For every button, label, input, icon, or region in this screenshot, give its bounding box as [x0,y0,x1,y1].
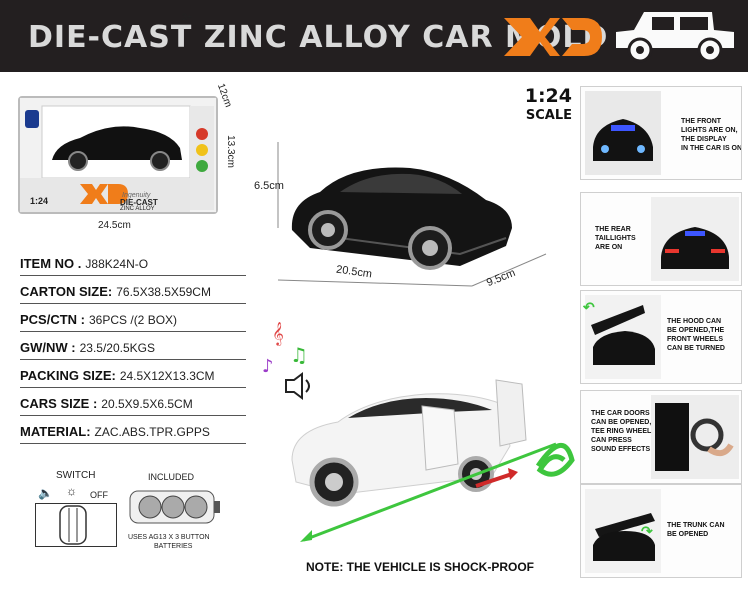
package-badge: 3+ [182,12,193,22]
switch-slider-icon [59,505,87,545]
car-height-dim: 6.5cm [254,180,284,192]
feature-panel-front-lights: THE FRONT LIGHTS ARE ON, THE DISPLAY IN … [580,86,742,180]
feature-panel-doors: THE CAR DOORS CAN BE OPENED, TEE RING WH… [580,390,742,484]
spec-label: CARS SIZE : [20,396,98,411]
feature-text: THE CAR DOORS CAN BE OPENED, TEE RING WH… [591,410,652,453]
header-banner: DIE-CAST ZINC ALLOY CAR MOLD [0,0,748,72]
included-line1: USES AG13 X 3 BUTTON [128,534,210,541]
switch-off-label: OFF [90,490,108,500]
package-brand-line1: Ingenuity [122,192,151,199]
feature-photo [651,197,739,281]
feature-photo [585,91,661,175]
svg-text:𝄞: 𝄞 [272,321,284,346]
feature-photo [585,295,661,379]
rotate-arrow-icon: ↷ [641,523,653,539]
included-line2: BATTERIES [154,543,193,550]
spec-value: 36PCS /(2 BOX) [89,313,178,327]
battery-icon [129,490,220,524]
spec-value: 76.5X38.5X59CM [116,285,211,299]
svg-text:♫: ♫ [290,343,308,367]
music-notes-icon: 𝄞 ♫ ♪ [262,321,310,400]
package-width-dim: 24.5cm [98,220,131,231]
switch-diagram [35,503,117,547]
scale-ratio: 1:24 [524,85,572,107]
shock-proof-note: NOTE: THE VEHICLE IS SHOCK-PROOF [306,560,535,574]
feature-text: THE FRONT LIGHTS ARE ON, THE DISPLAY IN … [681,118,742,152]
black-car-illustration [277,142,547,287]
package-box [18,96,218,214]
feature-text: THE HOOD CAN BE OPENED,THE FRONT WHEELS … [667,318,725,352]
white-car-illustration [291,379,575,542]
spec-value: J88K24N-O [85,257,149,271]
spec-row: GW/NW :23.5/20.5KGS [20,332,246,360]
battery-diagram [128,485,222,545]
feature-text: THE REAR TAILLIGHTS ARE ON [595,226,636,251]
jeep-silhouette-icon [616,12,734,63]
spec-value: 20.5X9.5X6.5CM [101,397,193,411]
feature-photo [585,489,661,573]
package-illustration [20,98,216,212]
light-icon: ☼ [66,484,77,498]
scale-label: SCALE [525,108,572,123]
switch-title: SWITCH [56,470,96,481]
spec-row: PCS/CTN : 36PCS /(2 BOX) [20,304,246,332]
svg-text:♪: ♪ [262,356,274,377]
spec-row: ITEM NO .J88K24N-O [20,248,246,276]
rotate-arrow-icon: ↶ [583,299,595,315]
spec-value: 23.5/20.5KGS [79,341,155,355]
spec-label: ITEM NO . [20,256,82,271]
spec-label: PCS/CTN : [20,312,85,327]
spec-row: CARS SIZE :20.5X9.5X6.5CM [20,388,246,416]
spec-row: PACKING SIZE:24.5X12X13.3CM [20,360,246,388]
spec-label: MATERIAL: [20,424,91,439]
feature-text: THE TRUNK CAN BE OPENED [667,522,725,538]
feature-panel-rear-lights: THE REAR TAILLIGHTS ARE ON [580,192,742,286]
spec-list: ITEM NO .J88K24N-O CARTON SIZE:76.5X38.5… [20,248,246,444]
included-title: INCLUDED [148,472,195,482]
spec-label: GW/NW : [20,340,76,355]
sound-icon: 🔈 [38,486,53,500]
package-scale-text: 1:24 [30,196,49,206]
spec-value: 24.5X12X13.3CM [119,369,215,383]
package-side-dim: 13.3cm [224,135,236,168]
spec-row: CARTON SIZE:76.5X38.5X59CM [20,276,246,304]
spec-label: PACKING SIZE: [20,368,116,383]
feature-photo [651,395,739,479]
spec-label: CARTON SIZE: [20,284,113,299]
xd-logo-icon [504,18,602,56]
spec-value: ZAC.ABS.TPR.GPPS [94,425,210,439]
package-brand-line3: ZINC ALLOY [120,206,155,212]
package-brand-line2: DIE-CAST [120,198,158,207]
feature-panel-trunk: ↷ THE TRUNK CAN BE OPENED [580,484,742,578]
spec-row: MATERIAL:ZAC.ABS.TPR.GPPS [20,416,246,444]
feature-panel-hood: ↶ THE HOOD CAN BE OPENED,THE FRONT WHEEL… [580,290,742,384]
